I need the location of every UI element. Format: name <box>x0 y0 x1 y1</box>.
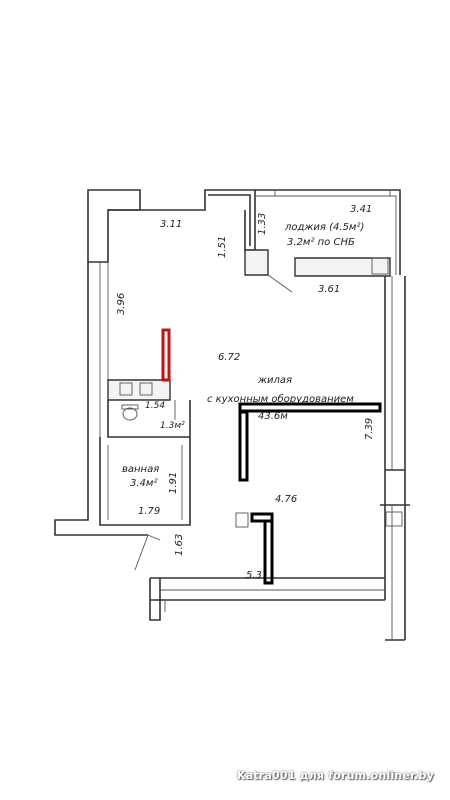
dim-3-61: 3.61 <box>318 284 340 295</box>
dim-1-63: 1.63 <box>174 534 185 556</box>
bath-name: ванная <box>122 464 159 475</box>
red-marker <box>161 328 171 382</box>
dim-3-11: 3.11 <box>160 219 182 230</box>
wc-area: 1.3м² <box>160 421 185 431</box>
dim-1-33: 1.33 <box>257 213 268 235</box>
watermark: Katra001 для forum.onliner.by <box>236 769 434 782</box>
dim-6-72: 6.72 <box>218 352 240 363</box>
bath-area: 3.4м² <box>130 478 157 489</box>
dim-1-91: 1.91 <box>168 472 179 494</box>
dim-3-96: 3.96 <box>116 293 127 315</box>
dim-4-76: 4.76 <box>275 494 297 505</box>
interior-walls <box>99 274 393 640</box>
dim-3-41: 3.41 <box>350 204 372 215</box>
loggia-snb-area: 3.2м² по СНБ <box>287 237 355 248</box>
new-partition-outline <box>238 402 382 585</box>
dim-5-3: 5.3 <box>246 570 262 581</box>
dim-1-54: 1.54 <box>145 401 165 411</box>
dim-1-51: 1.51 <box>217 236 228 258</box>
living-subtitle: с кухонным оборудованием <box>207 393 354 405</box>
labels: 3.11 1.51 1.33 3.41 лоджия (4.5м²) 3.2м²… <box>116 204 375 581</box>
dim-1-79: 1.79 <box>138 506 160 517</box>
dim-7-39: 7.39 <box>364 418 375 440</box>
loggia-name: лоджия (4.5м²) <box>284 222 364 233</box>
living-name: жилая <box>257 375 292 386</box>
living-area: 43.6м <box>258 411 288 422</box>
